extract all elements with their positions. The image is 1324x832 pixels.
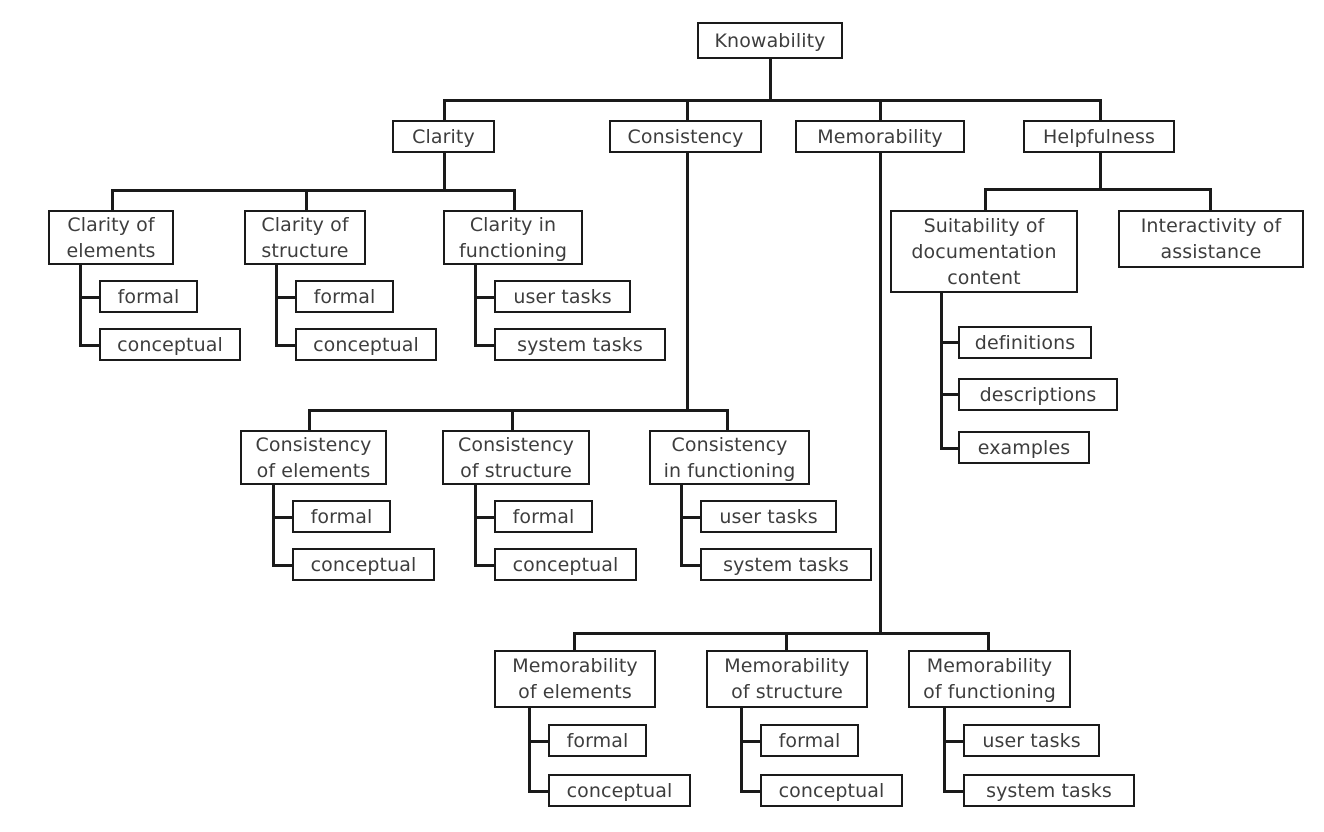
connector-cs-drop bbox=[275, 265, 278, 345]
node-consistency-elements-conceptual: conceptual bbox=[292, 548, 435, 581]
node-consistency-elements: Consistency of elements bbox=[240, 430, 387, 485]
connector-consistency-bus bbox=[308, 409, 729, 412]
connector-cf-arm-system bbox=[474, 344, 496, 347]
connector-suit-arm-ex bbox=[940, 447, 961, 450]
node-clarity-elements: Clarity of elements bbox=[48, 210, 174, 265]
node-clarity-structure: Clarity of structure bbox=[244, 210, 366, 265]
connector-cne-drop bbox=[272, 485, 275, 565]
connector-cns-arm-formal bbox=[474, 516, 496, 519]
connector-helpfulness-bus bbox=[984, 188, 1212, 191]
connector-cne-arm-conceptual bbox=[272, 564, 294, 567]
connector-cs-arm-conceptual bbox=[275, 344, 297, 347]
node-clarity-elements-formal: formal bbox=[99, 280, 198, 313]
connector-me-arm-formal bbox=[528, 740, 550, 743]
node-descriptions: descriptions bbox=[958, 378, 1118, 411]
connector-mf-arm-user bbox=[943, 740, 965, 743]
connector-cons-stem-elem bbox=[308, 409, 311, 430]
connector-cf-arm-user bbox=[474, 296, 496, 299]
connector-me-drop bbox=[528, 708, 531, 790]
connector-suit-drop bbox=[940, 293, 943, 450]
node-consistency-structure-conceptual: conceptual bbox=[494, 548, 637, 581]
connector-root-stem bbox=[769, 59, 772, 100]
connector-cne-arm-formal bbox=[272, 516, 294, 519]
node-clarity-elements-conceptual: conceptual bbox=[99, 328, 241, 361]
connector-cns-drop bbox=[474, 485, 477, 565]
connector-consistency-stem bbox=[686, 99, 689, 120]
node-consistency-structure-formal: formal bbox=[494, 500, 593, 533]
connector-ce-arm-conceptual bbox=[79, 344, 101, 347]
connector-memorability-drop bbox=[879, 153, 882, 633]
connector-clarity-drop bbox=[443, 153, 446, 190]
node-memorability-structure-formal: formal bbox=[760, 724, 859, 757]
connector-ce-drop bbox=[79, 265, 82, 345]
node-memorability-elements-formal: formal bbox=[548, 724, 647, 757]
node-consistency-functioning-system: system tasks bbox=[700, 548, 872, 581]
node-memorability-elements: Memorability of elements bbox=[494, 650, 656, 708]
connector-cons-stem-func bbox=[726, 409, 729, 430]
node-clarity: Clarity bbox=[392, 120, 495, 153]
node-memorability-structure: Memorability of structure bbox=[706, 650, 868, 708]
node-memorability-functioning: Memorability of functioning bbox=[908, 650, 1071, 708]
connector-cnf-drop bbox=[680, 485, 683, 565]
connector-ms-drop bbox=[740, 708, 743, 790]
connector-mf-arm-system bbox=[943, 790, 965, 793]
connector-suit-arm-def bbox=[940, 341, 961, 344]
node-memorability-functioning-user: user tasks bbox=[963, 724, 1100, 757]
connector-ms-arm-conceptual bbox=[740, 790, 762, 793]
connector-clarity-bus bbox=[111, 189, 514, 192]
connector-ms-arm-formal bbox=[740, 740, 762, 743]
node-clarity-structure-formal: formal bbox=[295, 280, 394, 313]
connector-mem-stem-elem bbox=[573, 632, 576, 653]
connector-me-arm-conceptual bbox=[528, 790, 550, 793]
connector-mem-stem-struct bbox=[785, 632, 788, 653]
connector-clarity-stem-func bbox=[513, 189, 516, 210]
connector-cs-arm-formal bbox=[275, 296, 297, 299]
node-consistency-elements-formal: formal bbox=[292, 500, 391, 533]
connector-ce-arm-formal bbox=[79, 296, 101, 299]
connector-mf-drop bbox=[943, 708, 946, 790]
connector-mem-stem-func bbox=[987, 632, 990, 653]
connector-cnf-arm-system bbox=[680, 564, 702, 567]
node-consistency-structure: Consistency of structure bbox=[442, 430, 590, 485]
connector-memorability-bus bbox=[573, 632, 990, 635]
node-clarity-structure-conceptual: conceptual bbox=[295, 328, 437, 361]
connector-clarity-stem-elem bbox=[111, 189, 114, 210]
connector-cns-arm-conceptual bbox=[474, 564, 496, 567]
connector-cnf-arm-user bbox=[680, 516, 702, 519]
connector-helpfulness-drop bbox=[1099, 153, 1102, 189]
node-clarity-functioning-system: system tasks bbox=[494, 328, 666, 361]
connector-memorability-stem bbox=[879, 99, 882, 120]
node-interactivity: Interactivity of assistance bbox=[1118, 210, 1304, 268]
node-memorability-functioning-system: system tasks bbox=[963, 774, 1135, 807]
node-consistency-functioning: Consistency in functioning bbox=[649, 430, 810, 485]
connector-consistency-drop bbox=[686, 153, 689, 410]
node-knowability: Knowability bbox=[697, 22, 843, 59]
node-consistency: Consistency bbox=[609, 120, 762, 153]
node-suitability-doc: Suitability of documentation content bbox=[890, 210, 1078, 293]
node-definitions: definitions bbox=[958, 326, 1092, 359]
node-memorability: Memorability bbox=[795, 120, 965, 153]
connector-clarity-stem bbox=[443, 99, 446, 120]
connector-level1-bus bbox=[443, 99, 1099, 102]
node-consistency-functioning-user: user tasks bbox=[700, 500, 837, 533]
node-memorability-elements-conceptual: conceptual bbox=[548, 774, 691, 807]
connector-clarity-stem-struct bbox=[305, 189, 308, 210]
connector-suit-arm-desc bbox=[940, 393, 961, 396]
node-memorability-structure-conceptual: conceptual bbox=[760, 774, 903, 807]
connector-helpfulness-stem bbox=[1099, 99, 1102, 120]
node-clarity-functioning: Clarity in functioning bbox=[443, 210, 583, 265]
connector-cons-stem-struct bbox=[511, 409, 514, 430]
connector-cf-drop bbox=[474, 265, 477, 345]
connector-help-stem-inter bbox=[1209, 188, 1212, 211]
node-clarity-functioning-user: user tasks bbox=[494, 280, 631, 313]
node-helpfulness: Helpfulness bbox=[1023, 120, 1175, 153]
node-examples: examples bbox=[958, 431, 1090, 464]
connector-help-stem-suit bbox=[984, 188, 987, 211]
